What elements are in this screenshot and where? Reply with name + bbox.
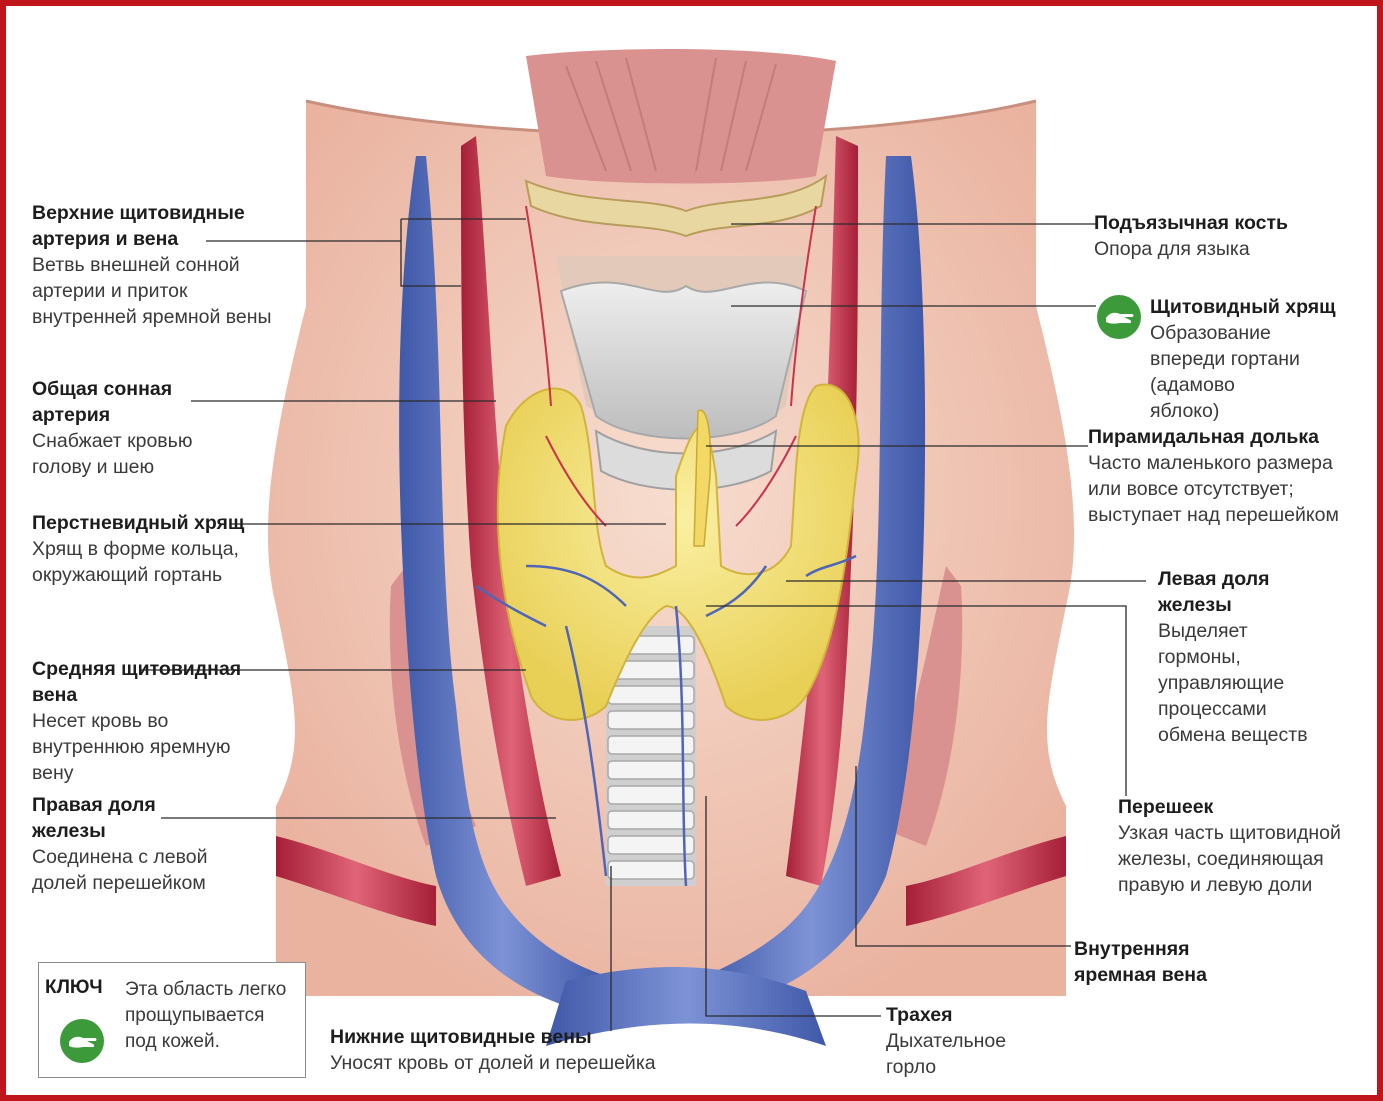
label-isthmus-desc: Узкая часть щитовидной железы, соединяющ…: [1118, 820, 1348, 898]
label-pyramidal-lobe: Пирамидальная долька Часто маленького ра…: [1088, 424, 1363, 528]
label-hyoid: Подъязычная кость Опора для языка: [1094, 210, 1334, 262]
label-superior-thyroid-title: Верхние щитовидные артерия и вена: [32, 200, 292, 252]
label-hyoid-desc: Опора для языка: [1094, 236, 1334, 262]
label-inferior-thyroid-veins: Нижние щитовидные вены Уносят кровь от д…: [330, 1024, 710, 1076]
label-middle-thyroid-vein: Средняя щитовидная вена Несет кровь во в…: [32, 656, 242, 786]
label-internal-jugular: Внутренняя яремная вена: [1074, 936, 1244, 988]
label-isthmus-title: Перешеек: [1118, 794, 1348, 820]
label-right-lobe-desc: Соединена с левой долей перешейком: [32, 844, 232, 896]
label-right-lobe-title: Правая доля железы: [32, 792, 232, 844]
infrahyoid-muscles: [526, 49, 836, 183]
label-internal-jugular-title: Внутренняя яремная вена: [1074, 936, 1244, 988]
key-description: Эта область легко прощупывается под коже…: [125, 977, 301, 1055]
label-superior-thyroid-desc: Ветвь внешней сонной артерии и приток вн…: [32, 252, 292, 330]
label-thyroid-cartilage: Щитовидный хрящ Образование впереди горт…: [1088, 294, 1363, 424]
label-left-lobe-desc: Выделяет гормоны, управляющие процессами…: [1158, 618, 1328, 748]
label-pyramidal-lobe-desc: Часто маленького размера или вовсе отсут…: [1088, 450, 1363, 528]
label-trachea-desc: Дыхательное горло: [886, 1028, 1036, 1080]
legend-key-box: КЛЮЧ Эта область легко прощупывается под…: [38, 962, 306, 1078]
label-cricoid-desc: Хрящ в форме кольца, окружающий гортань: [32, 536, 272, 588]
palpation-hand-icon: [59, 1018, 105, 1064]
label-common-carotid-title: Общая сонная артерия: [32, 376, 232, 428]
label-left-lobe: Левая доля железы Выделяет гормоны, упра…: [1158, 566, 1328, 748]
label-inferior-thyroid-veins-desc: Уносят кровь от долей и перешейка: [330, 1050, 710, 1076]
label-hyoid-title: Подъязычная кость: [1094, 210, 1334, 236]
label-inferior-thyroid-veins-title: Нижние щитовидные вены: [330, 1024, 710, 1050]
label-common-carotid-desc: Снабжает кровью голову и шею: [32, 428, 232, 480]
label-trachea: Трахея Дыхательное горло: [886, 1002, 1036, 1080]
label-cricoid-title: Перстневидный хрящ: [32, 510, 272, 536]
label-isthmus: Перешеек Узкая часть щитовидной железы, …: [1118, 794, 1348, 898]
label-middle-thyroid-vein-desc: Несет кровь во внутреннюю яремную вену: [32, 708, 242, 786]
palpation-hand-icon: [1096, 294, 1142, 340]
label-middle-thyroid-vein-title: Средняя щитовидная вена: [32, 656, 242, 708]
label-right-lobe: Правая доля железы Соединена с левой дол…: [32, 792, 232, 896]
label-superior-thyroid: Верхние щитовидные артерия и вена Ветвь …: [32, 200, 292, 330]
label-cricoid: Перстневидный хрящ Хрящ в форме кольца, …: [32, 510, 272, 588]
label-left-lobe-title: Левая доля железы: [1158, 566, 1328, 618]
label-common-carotid: Общая сонная артерия Снабжает кровью гол…: [32, 376, 232, 480]
label-trachea-title: Трахея: [886, 1002, 1036, 1028]
label-pyramidal-lobe-title: Пирамидальная долька: [1088, 424, 1363, 450]
key-title: КЛЮЧ: [45, 977, 103, 999]
